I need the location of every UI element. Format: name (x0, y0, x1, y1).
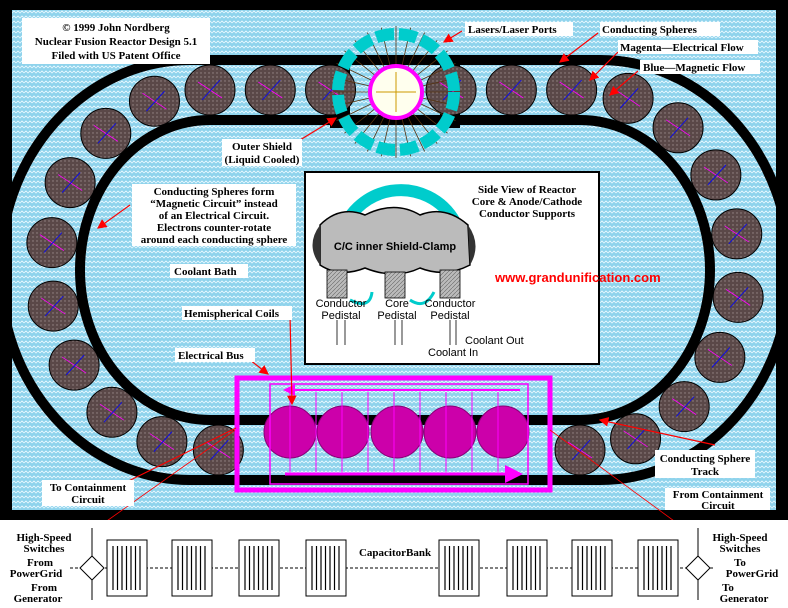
to-generator-1: To (722, 582, 734, 594)
lasers-label: Lasers/Laser Ports (468, 24, 557, 36)
capacitor (171, 539, 213, 597)
copyright-line-2: Nuclear Fusion Reactor Design 5.1 (35, 36, 197, 48)
circuit-note-3: of an Electrical Circuit. (159, 210, 270, 222)
outer-shield-sub: (Liquid Cooled) (225, 154, 300, 166)
to-containment-2: Circuit (71, 494, 105, 506)
side-view-inset (304, 171, 600, 365)
hs-right-2: Switches (720, 543, 762, 555)
pedestal-3-line-2: Pedistal (430, 310, 469, 322)
hs-left-2: Switches (24, 543, 66, 555)
from-containment-2: Circuit (701, 500, 735, 512)
from-generator-2: Generator (14, 593, 63, 605)
pedestal-2-line-1: Core (385, 298, 409, 310)
from-powergrid-2: PowerGrid (10, 568, 63, 580)
circuit-note-2: “Magnetic Circuit” instead (150, 198, 278, 210)
conducting-spheres-label: Conducting Spheres (602, 24, 698, 36)
capacitor (637, 539, 679, 597)
coolant-bath-label: Coolant Bath (174, 266, 237, 278)
website-url: www.grandunification.com (494, 270, 661, 285)
circuit-note-5: around each conducting sphere (141, 234, 288, 246)
circuit-note-4: Electrons counter-rotate (157, 222, 271, 234)
inset-title-1: Side View of Reactor (478, 184, 576, 196)
inset-title-3: Conductor Supports (479, 208, 576, 220)
electrical-bus (234, 375, 553, 493)
laser-port (330, 26, 462, 158)
capacitor (438, 539, 480, 597)
coolant-in-label: Coolant In (428, 347, 478, 359)
to-generator-2: Generator (720, 593, 769, 605)
hs-right-1: High-Speed (712, 532, 767, 544)
coolant-out-label: Coolant Out (465, 335, 524, 347)
pedestal-1-line-2: Pedistal (321, 310, 360, 322)
hemispherical-coil (370, 405, 424, 459)
inset-title-2: Core & Anode/Cathode (472, 196, 583, 208)
magenta-legend: Magenta—Electrical Flow (620, 42, 744, 54)
capacitor (571, 539, 613, 597)
pedestal-3-line-1: Conductor (425, 298, 476, 310)
sphere-track-label-2: Track (691, 466, 720, 478)
from-generator-1: From (31, 582, 57, 594)
capacitor (106, 539, 148, 597)
electrical-bus-inner (269, 383, 529, 485)
capacitor (238, 539, 280, 597)
pedestal-1-line-1: Conductor (316, 298, 367, 310)
hemispherical-coil (423, 405, 477, 459)
copyright-line-1: © 1999 John Nordberg (62, 22, 170, 34)
capacitor (305, 539, 347, 597)
to-powergrid-1: To (734, 557, 746, 569)
pedestal-2-line-2: Pedistal (377, 310, 416, 322)
blue-legend: Blue—Magnetic Flow (643, 62, 745, 74)
from-containment-1: From Containment (673, 489, 764, 501)
sphere-track-inner (75, 115, 715, 425)
outer-shield-label: Outer Shield (232, 141, 292, 153)
hemispherical-coils-label: Hemispherical Coils (184, 308, 280, 320)
sphere-track-outer (0, 55, 788, 485)
from-powergrid-1: From (27, 557, 53, 569)
hs-left-1: High-Speed (16, 532, 71, 544)
to-containment-1: To Containment (50, 482, 127, 494)
annotation-arrows (79, 30, 716, 541)
capacitor-bank-label: CapacitorBank (359, 547, 432, 559)
hemispherical-coils (263, 405, 530, 459)
copyright-box (22, 18, 210, 64)
to-powergrid-2: PowerGrid (726, 568, 779, 580)
capacitor (506, 539, 548, 597)
copyright-line-3: Filed with US Patent Office (52, 50, 181, 62)
circuit-note-1: Conducting Spheres form (154, 186, 275, 198)
hemispherical-coil (316, 405, 370, 459)
bus-verticals (289, 392, 499, 472)
clamp-label: C/C inner Shield-Clamp (334, 241, 457, 253)
capacitor-bank (106, 539, 679, 597)
hemispherical-coil (476, 405, 530, 459)
sphere-track-label-1: Conducting Sphere (660, 453, 751, 465)
power-circuit (0, 520, 788, 608)
electrical-bus-label: Electrical Bus (178, 350, 244, 362)
